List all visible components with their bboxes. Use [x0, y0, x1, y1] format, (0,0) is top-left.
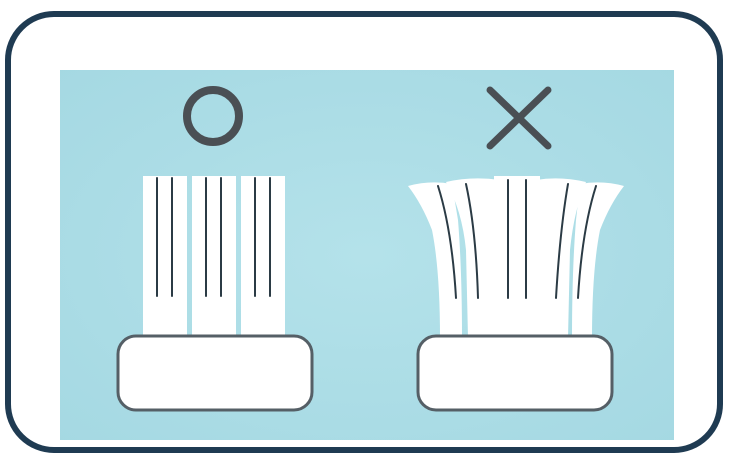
brush-head	[418, 336, 612, 410]
straight-bristles	[143, 176, 285, 338]
bristle-tuft	[241, 176, 285, 338]
bristle-tuft	[192, 176, 236, 338]
splayed-bristles	[408, 176, 624, 338]
bristle-tuft	[143, 176, 187, 338]
brush-head	[118, 336, 312, 410]
bristle-tuft	[494, 176, 540, 338]
